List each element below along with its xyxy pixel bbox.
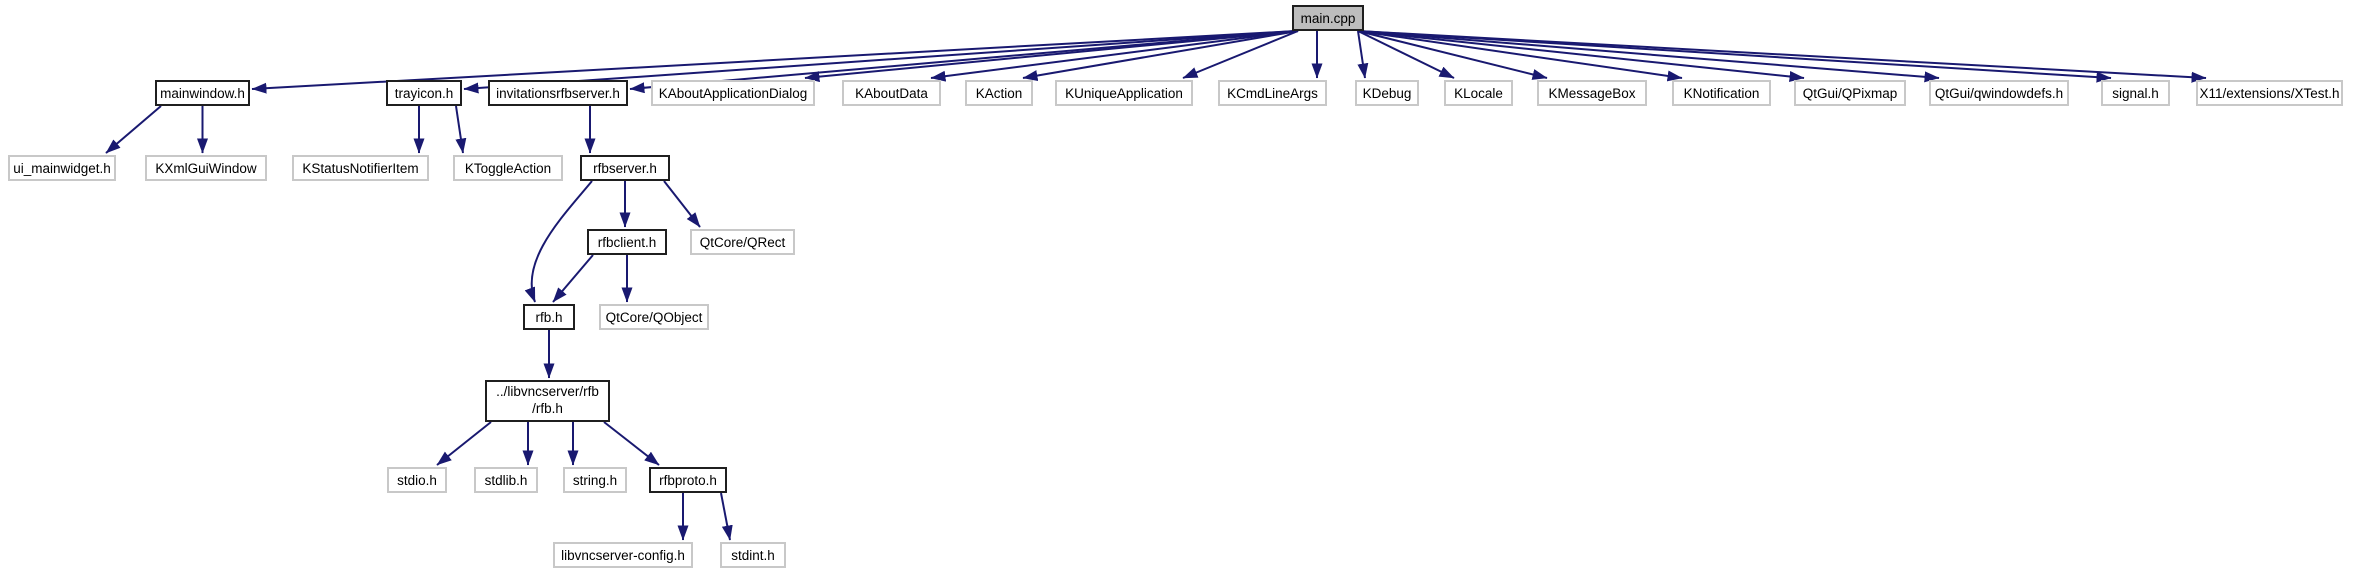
node-label: KToggleAction — [464, 160, 552, 176]
node-mainwindow-h[interactable]: mainwindow.h — [155, 80, 250, 106]
node-kuniqueapplication: KUniqueApplication — [1055, 80, 1193, 106]
node-label: KNotification — [1683, 85, 1760, 101]
node-main-cpp: main.cpp — [1292, 5, 1364, 31]
node-label: ui_mainwidget.h — [13, 160, 111, 176]
node-label: KAboutData — [855, 85, 928, 101]
node-klocale: KLocale — [1444, 80, 1513, 106]
node-kcmdlineargs: KCmdLineArgs — [1218, 80, 1327, 106]
node-label: X11/extensions/XTest.h — [2199, 85, 2340, 101]
node-qtcore-qobject: QtCore/QObject — [599, 304, 709, 330]
node-qtcore-qrect: QtCore/QRect — [690, 229, 795, 255]
node-x11-extensions-xtest-h: X11/extensions/XTest.h — [2196, 80, 2343, 106]
node-rfbserver-h[interactable]: rfbserver.h — [580, 155, 670, 181]
node-label: ../libvncserver/rfb — [496, 384, 599, 400]
node-string-h: string.h — [563, 467, 627, 493]
node-label: KAboutApplicationDialog — [658, 85, 808, 101]
node-ui-mainwidget-h: ui_mainwidget.h — [8, 155, 116, 181]
node-kstatusnotifieritem: KStatusNotifierItem — [292, 155, 429, 181]
node-rfbproto-h[interactable]: rfbproto.h — [649, 467, 727, 493]
node-label: stdint.h — [731, 547, 775, 563]
node-stdio-h: stdio.h — [387, 467, 447, 493]
node-stdlib-h: stdlib.h — [474, 467, 538, 493]
node-label: mainwindow.h — [160, 85, 245, 101]
node-ktoggleaction: KToggleAction — [453, 155, 563, 181]
node-stdint-h: stdint.h — [720, 542, 786, 568]
node-libvncserver-rfb-h[interactable]: ../libvncserver/rfb/rfb.h — [485, 380, 610, 422]
node-label: QtCore/QObject — [605, 309, 703, 325]
node-qtgui-qpixmap: QtGui/QPixmap — [1794, 80, 1906, 106]
node-kxmlguiwindow: KXmlGuiWindow — [145, 155, 267, 181]
node-label: invitationsrfbserver.h — [496, 85, 620, 101]
node-label: QtGui/QPixmap — [1802, 85, 1898, 101]
node-kaboutdata: KAboutData — [842, 80, 941, 106]
node-label: string.h — [572, 472, 618, 488]
node-label: KDebug — [1362, 85, 1412, 101]
node-knotification: KNotification — [1672, 80, 1771, 106]
node-label: stdlib.h — [484, 472, 528, 488]
node-kaboutapplicationdialog: KAboutApplicationDialog — [651, 80, 815, 106]
node-trayicon-h[interactable]: trayicon.h — [386, 80, 462, 106]
node-label: rfbclient.h — [597, 234, 657, 250]
node-qtgui-qwindowdefs-h: QtGui/qwindowdefs.h — [1929, 80, 2069, 106]
node-label: main.cpp — [1300, 10, 1356, 26]
node-label: rfbserver.h — [593, 160, 657, 176]
node-signal-h: signal.h — [2101, 80, 2170, 106]
node-label: KUniqueApplication — [1065, 85, 1183, 101]
node-label: QtGui/qwindowdefs.h — [1934, 85, 2064, 101]
node-label: libvncserver-config.h — [561, 547, 685, 563]
node-label: rfbproto.h — [659, 472, 717, 488]
node-label: rfb.h — [535, 309, 563, 325]
node-label: stdio.h — [397, 472, 437, 488]
node-label: signal.h — [2112, 85, 2159, 101]
node-label: KLocale — [1454, 85, 1503, 101]
node-label: KMessageBox — [1548, 85, 1636, 101]
node-kaction: KAction — [965, 80, 1033, 106]
node-invitationsrfbserver-h[interactable]: invitationsrfbserver.h — [488, 80, 628, 106]
node-label: KXmlGuiWindow — [155, 160, 257, 176]
node-label: trayicon.h — [394, 85, 454, 101]
node-kdebug: KDebug — [1355, 80, 1419, 106]
node-label: QtCore/QRect — [699, 234, 786, 250]
node-label: /rfb.h — [532, 401, 563, 416]
node-kmessagebox: KMessageBox — [1537, 80, 1647, 106]
node-rfb-h[interactable]: rfb.h — [523, 304, 575, 330]
node-label: KAction — [975, 85, 1023, 101]
node-rfbclient-h[interactable]: rfbclient.h — [587, 229, 667, 255]
node-label: KCmdLineArgs — [1227, 85, 1318, 101]
node-label: KStatusNotifierItem — [302, 160, 419, 176]
node-libvncserver-config-h: libvncserver-config.h — [553, 542, 693, 568]
